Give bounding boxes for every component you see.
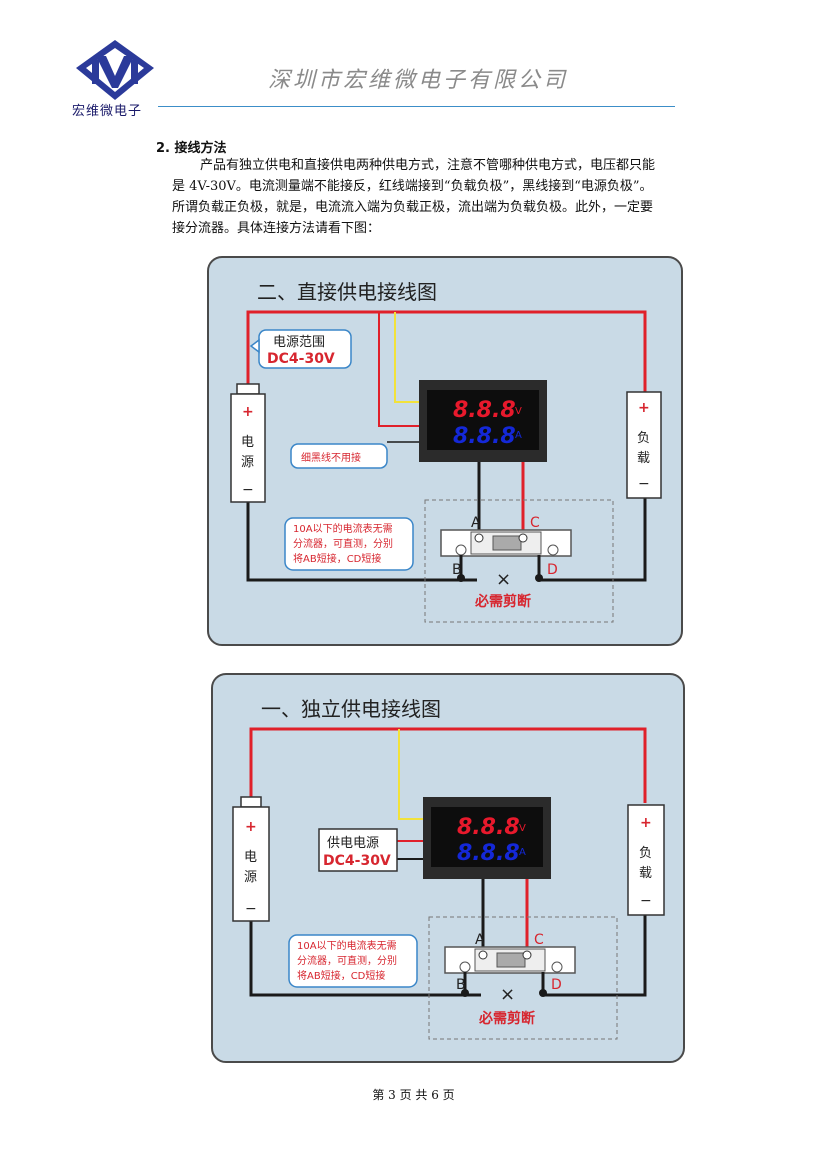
current-digits: 8.8.8 xyxy=(457,841,520,866)
source-label-2: 源 xyxy=(244,870,257,885)
power-source xyxy=(230,393,266,503)
load xyxy=(627,804,665,916)
shunt-callout xyxy=(288,934,418,988)
yellow-wire xyxy=(394,312,419,403)
unit-a: A xyxy=(515,430,522,441)
logo-text: 宏维微电子 xyxy=(72,104,143,119)
supply-value: DC4-30V xyxy=(323,853,391,869)
source-minus: − xyxy=(242,482,254,498)
shunt-note-line: 将AB短接，CD短接 xyxy=(297,969,385,982)
load-label-2: 载 xyxy=(639,866,652,881)
page-footer: 第 3 页 共 6 页 xyxy=(372,1088,455,1102)
cut-mark: × xyxy=(496,569,511,590)
terminal-b: B xyxy=(456,977,466,993)
unit-a: A xyxy=(519,847,526,858)
yellow-wire xyxy=(398,729,423,820)
range-label: 电源范围 xyxy=(273,335,325,350)
section-paragraph: 产品有独立供电和直接供电两种供电方式，注意不管哪种供电方式，电压都只能 是 4V… xyxy=(172,155,710,239)
direct-supply-diagram: 二、直接供电接线图 电源范围 DC4-30V 8.8.8 8.8.8 V A 细… xyxy=(207,256,683,646)
company-logo xyxy=(74,38,156,102)
paragraph-line: 所谓负载正负极，就是，电流流入端为负载正极，流出端为负载负极。此外，一定要 xyxy=(172,200,654,215)
black-wire-d xyxy=(541,913,647,997)
paragraph-line: 是 4V-30V。电流测量端不能接反，红线端接到“负载负极”，黑线接到“电源负极… xyxy=(172,179,653,194)
load xyxy=(626,391,662,499)
range-value: DC4-30V xyxy=(267,351,335,367)
header-divider xyxy=(158,106,675,107)
source-plus: + xyxy=(242,404,254,420)
load-label-2: 载 xyxy=(637,451,650,466)
shunt-note-line: 将AB短接，CD短接 xyxy=(293,552,381,565)
terminal-d: D xyxy=(547,562,558,578)
cut-note: 必需剪断 xyxy=(474,593,531,610)
paragraph-line: 接分流器。具体连接方法请看下图： xyxy=(172,221,381,236)
shunt-note-line: 分流器，可直测，分别 xyxy=(293,537,393,550)
shunt-note-line: 10A以下的电流表无需 xyxy=(297,939,397,952)
section-title: 2. 接线方法 xyxy=(156,141,227,156)
diagram-title: 一、独立供电接线图 xyxy=(261,697,441,721)
black-wire-b xyxy=(246,502,477,582)
load-minus: − xyxy=(640,893,652,909)
shunt-callout xyxy=(284,517,414,571)
red-wire-meter xyxy=(378,312,419,427)
cut-note: 必需剪断 xyxy=(478,1010,535,1027)
terminal-a: A xyxy=(471,515,481,531)
unit-v: V xyxy=(515,406,522,417)
source-label-2: 源 xyxy=(241,455,254,470)
red-wire-main xyxy=(249,727,647,805)
voltage-digits: 8.8.8 xyxy=(457,815,520,840)
source-label-1: 电 xyxy=(241,435,254,450)
shunt-zone xyxy=(424,499,614,623)
independent-supply-diagram: 一、独立供电接线图 8.8.8 8.8.8 V A 供电电源 DC4-30V +… xyxy=(211,673,685,1063)
terminal-a: A xyxy=(475,932,485,948)
source-plus: + xyxy=(245,819,257,835)
terminal-c: C xyxy=(534,932,544,948)
black-wire-d xyxy=(537,498,647,582)
thin-wire-note: 细黑线不用接 xyxy=(301,451,361,464)
supply-box xyxy=(318,828,398,872)
supply-label: 供电电源 xyxy=(327,836,379,851)
black-wire-b xyxy=(249,915,481,997)
terminal-b: B xyxy=(452,562,462,578)
load-label-1: 负 xyxy=(637,431,650,446)
terminal-d: D xyxy=(551,977,562,993)
load-label-1: 负 xyxy=(639,846,652,861)
voltage-digits: 8.8.8 xyxy=(453,398,516,423)
diagram-title: 二、直接供电接线图 xyxy=(257,280,437,304)
source-minus: − xyxy=(245,901,257,917)
unit-v: V xyxy=(519,823,526,834)
load-minus: − xyxy=(638,476,650,492)
load-plus: + xyxy=(640,815,652,831)
source-label-1: 电 xyxy=(244,850,257,865)
paragraph-line: 产品有独立供电和直接供电两种供电方式，注意不管哪种供电方式，电压都只能 xyxy=(200,158,656,173)
red-wire-main xyxy=(246,310,647,392)
shunt-zone xyxy=(428,916,618,1040)
power-source xyxy=(232,806,270,922)
shunt-note-line: 分流器，可直测，分别 xyxy=(297,954,397,967)
current-digits: 8.8.8 xyxy=(453,424,516,449)
terminal-c: C xyxy=(530,515,540,531)
company-name: 深圳市宏维微电子有限公司 xyxy=(268,68,569,93)
load-plus: + xyxy=(638,400,650,416)
cut-mark: × xyxy=(500,984,515,1005)
shunt-note-line: 10A以下的电流表无需 xyxy=(293,522,393,535)
thin-wire-callout xyxy=(290,443,388,469)
